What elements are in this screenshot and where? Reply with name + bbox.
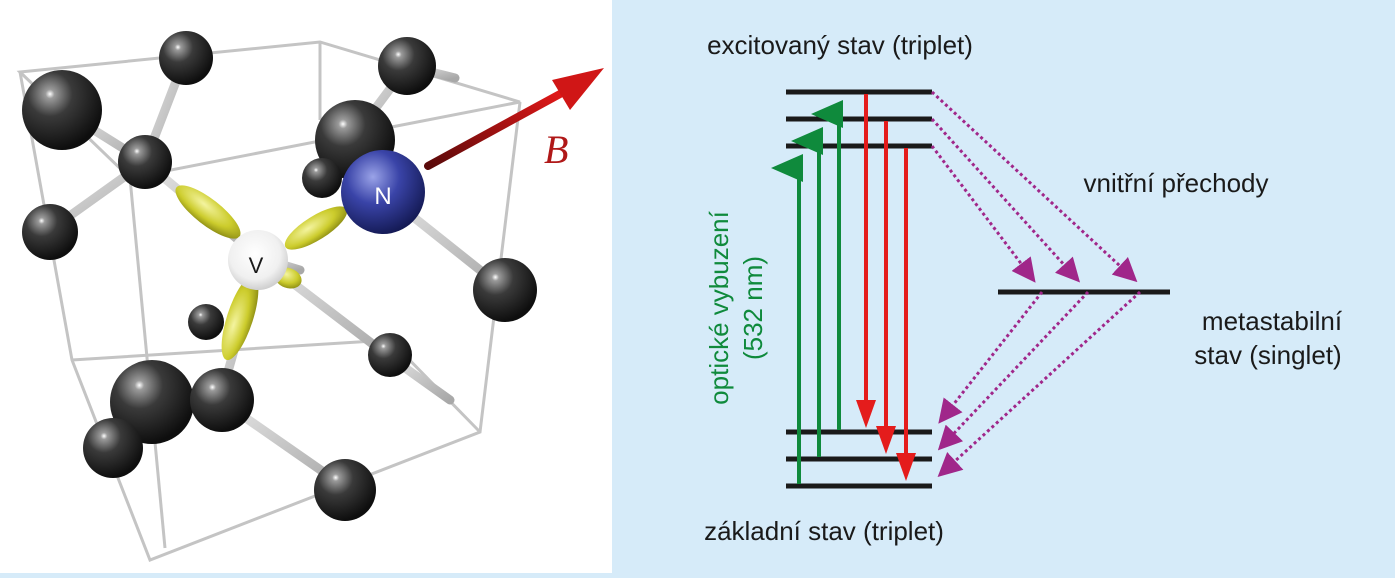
carbon-atom bbox=[83, 418, 143, 478]
field-label: B bbox=[544, 127, 568, 172]
emission-arrows bbox=[856, 94, 916, 481]
dangling-bond-orbitals bbox=[175, 185, 348, 361]
carbon-atom bbox=[22, 70, 102, 150]
field-arrowhead-icon bbox=[552, 68, 604, 110]
internal-transition-arrows bbox=[930, 90, 1142, 478]
carbon-atom bbox=[190, 368, 254, 432]
intersystem-arrow bbox=[930, 90, 1138, 283]
ground-state-label: základní stav (triplet) bbox=[704, 516, 944, 546]
carbon-atom bbox=[159, 31, 213, 85]
emission-arrowhead-icon bbox=[896, 453, 916, 481]
intersystem-arrow bbox=[930, 117, 1081, 283]
emission-arrowhead-icon bbox=[876, 426, 896, 454]
carbon-atom bbox=[473, 258, 537, 322]
vacancy-site bbox=[228, 230, 288, 290]
excitation-label-line2: (532 nm) bbox=[738, 256, 768, 360]
panel-divider bbox=[606, 0, 612, 573]
intersystem-arrow bbox=[930, 145, 1036, 283]
excitation-label-group: optické vybuzení (532 nm) bbox=[704, 210, 768, 404]
relaxation-arrow bbox=[937, 290, 1142, 478]
nitrogen-label: N bbox=[374, 183, 391, 210]
carbon-atom bbox=[314, 459, 376, 521]
vacancy-label: V bbox=[249, 253, 264, 278]
excitation-arrows bbox=[771, 100, 843, 484]
metastable-label-line2: stav (singlet) bbox=[1194, 340, 1341, 370]
relaxation-arrow bbox=[938, 291, 1044, 424]
carbon-atom bbox=[118, 135, 172, 189]
relaxation-arrow bbox=[937, 290, 1090, 451]
nitrogen-atom bbox=[341, 150, 425, 234]
excited-state-label: excitovaný stav (triplet) bbox=[707, 30, 973, 60]
carbon-atom bbox=[188, 304, 224, 340]
emission-arrowhead-icon bbox=[856, 400, 876, 428]
carbon-atom bbox=[368, 333, 412, 377]
carbon-atom bbox=[110, 360, 194, 444]
magnetic-field-arrow bbox=[424, 68, 604, 170]
metastable-label-line1: metastabilní bbox=[1202, 306, 1343, 336]
orbital-lobe-bottom bbox=[221, 275, 259, 361]
carbon-atom bbox=[378, 37, 436, 95]
excited-state-levels bbox=[786, 89, 932, 149]
carbon-atom bbox=[22, 204, 78, 260]
orbital-lobe-left bbox=[175, 185, 241, 239]
orbital-lobe-right bbox=[284, 206, 348, 250]
carbon-atom bbox=[302, 158, 342, 198]
internal-transitions-label: vnitřní přechody bbox=[1084, 168, 1269, 198]
excitation-label-line1: optické vybuzení bbox=[704, 210, 734, 404]
